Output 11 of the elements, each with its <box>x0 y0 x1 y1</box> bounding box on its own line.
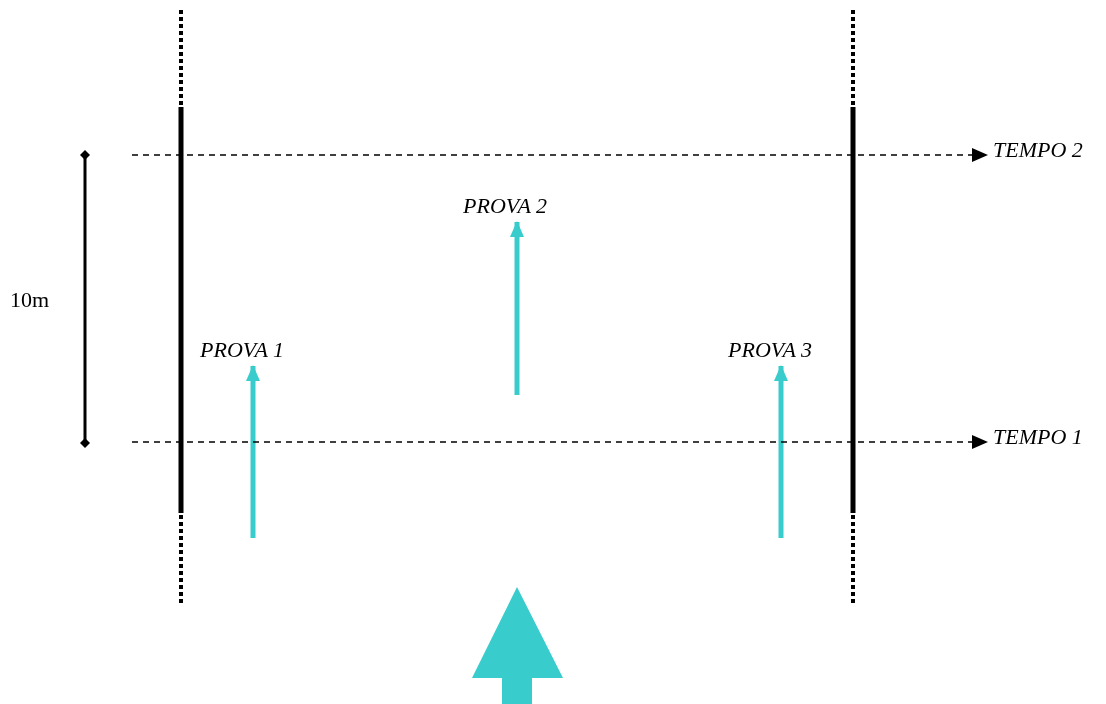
node-label: TEMPO 1 <box>993 425 1083 449</box>
arrow <box>774 365 788 538</box>
arrow <box>246 365 260 538</box>
arrow <box>131 148 988 162</box>
arrow <box>131 435 988 449</box>
node-label: PROVA 3 <box>728 338 813 362</box>
node-label: TEMPO 2 <box>993 138 1083 162</box>
arrow <box>510 221 524 395</box>
dimension-label: 10m <box>10 288 50 312</box>
node-label: PROVA 1 <box>200 338 285 362</box>
node-label: PROVA 2 <box>463 194 548 218</box>
